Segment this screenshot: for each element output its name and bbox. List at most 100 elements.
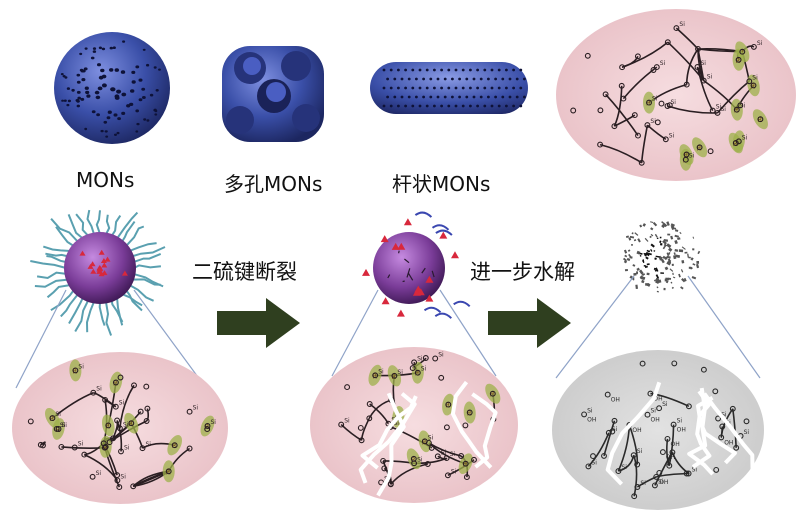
svg-text:Si: Si xyxy=(744,429,750,436)
svg-text:Si: Si xyxy=(662,401,668,408)
svg-text:R: R xyxy=(490,391,495,399)
svg-text:Si: Si xyxy=(62,422,68,429)
svg-text:Si: Si xyxy=(701,60,707,67)
svg-text:OH: OH xyxy=(659,479,668,486)
svg-text:R: R xyxy=(113,380,118,388)
svg-text:R: R xyxy=(751,82,756,90)
svg-text:R: R xyxy=(467,410,472,418)
svg-text:Si: Si xyxy=(716,104,722,111)
svg-text:Si: Si xyxy=(671,99,677,106)
svg-text:Si: Si xyxy=(441,449,447,456)
svg-text:Si: Si xyxy=(742,134,748,141)
svg-text:R: R xyxy=(757,116,762,124)
svg-text:Si: Si xyxy=(707,74,713,81)
svg-text:Si: Si xyxy=(193,405,199,412)
svg-text:Si: Si xyxy=(692,467,698,474)
label-porous-mons: 多孔MONs xyxy=(224,172,323,196)
svg-text:R: R xyxy=(105,422,110,430)
svg-text:Si: Si xyxy=(428,434,434,441)
svg-text:OH: OH xyxy=(611,397,620,404)
svg-text:Si: Si xyxy=(689,153,695,160)
label-rod-mons: 杆状MONs xyxy=(392,172,491,196)
svg-text:Si: Si xyxy=(752,74,758,81)
svg-text:OH: OH xyxy=(671,441,680,448)
zoom-lines-3 xyxy=(555,275,761,379)
svg-text:R: R xyxy=(646,100,651,108)
svg-text:R: R xyxy=(411,456,416,464)
svg-text:Si: Si xyxy=(650,118,656,125)
svg-text:Si: Si xyxy=(587,407,593,414)
svg-text:Si: Si xyxy=(621,464,627,471)
svg-text:R: R xyxy=(422,438,427,446)
svg-text:Si: Si xyxy=(677,418,683,425)
svg-text:Si: Si xyxy=(211,419,217,426)
svg-text:Si: Si xyxy=(96,386,102,393)
svg-text:R: R xyxy=(128,420,133,428)
svg-text:OH: OH xyxy=(587,416,596,423)
step-further-hydrolysis: 进一步水解 xyxy=(470,260,575,284)
fragment-cloud-icon xyxy=(622,221,701,293)
svg-text:Si: Si xyxy=(438,352,444,359)
svg-text:R: R xyxy=(697,144,702,152)
svg-text:R: R xyxy=(463,461,468,469)
svg-text:Si: Si xyxy=(417,456,423,463)
svg-text:Si: Si xyxy=(146,441,152,448)
svg-text:Si: Si xyxy=(120,473,126,480)
svg-text:Si: Si xyxy=(397,369,403,376)
svg-text:Si: Si xyxy=(394,420,400,427)
svg-text:R: R xyxy=(49,415,54,423)
mons-sphere-icon xyxy=(54,32,170,144)
svg-text:R: R xyxy=(166,468,171,476)
svg-text:R: R xyxy=(684,152,689,160)
svg-text:Si: Si xyxy=(417,355,423,362)
svg-text:Si: Si xyxy=(669,132,675,139)
svg-text:Si: Si xyxy=(123,421,129,428)
svg-text:R: R xyxy=(415,370,420,378)
svg-text:Si: Si xyxy=(78,441,84,448)
svg-text:R: R xyxy=(391,373,396,381)
svg-text:Si: Si xyxy=(119,400,125,407)
svg-text:Si: Si xyxy=(96,470,102,477)
network-disc-top: RRRRRRRRRRRSiSiSiSiSiSiSiSiSiSiSiSiSiSiS… xyxy=(556,9,796,181)
svg-text:Si: Si xyxy=(78,363,84,370)
svg-text:OH: OH xyxy=(651,417,660,424)
svg-text:Si: Si xyxy=(679,21,685,28)
svg-text:Si: Si xyxy=(421,366,427,373)
svg-text:Si: Si xyxy=(55,411,61,418)
svg-text:R: R xyxy=(103,444,108,452)
svg-text:Si: Si xyxy=(652,96,658,103)
svg-text:R: R xyxy=(72,367,77,375)
rod-mons-icon xyxy=(370,62,528,114)
svg-text:Si: Si xyxy=(721,412,727,419)
coated-particle-icon xyxy=(30,209,166,336)
step-disulfide-cleavage: 二硫键断裂 xyxy=(192,260,297,284)
svg-text:Si: Si xyxy=(637,448,643,455)
svg-text:R: R xyxy=(56,426,61,434)
svg-text:OH: OH xyxy=(677,427,686,434)
svg-text:R: R xyxy=(372,372,377,380)
svg-text:Si: Si xyxy=(612,426,618,433)
svg-text:Si: Si xyxy=(451,468,457,475)
zoom-lines-1 xyxy=(15,289,207,389)
svg-text:OH: OH xyxy=(632,427,641,434)
arrow-hydrolysis xyxy=(488,298,571,348)
svg-text:Si: Si xyxy=(124,444,130,451)
svg-text:OH: OH xyxy=(666,454,675,461)
svg-text:Si: Si xyxy=(660,60,666,67)
degrading-particle-icon xyxy=(362,211,471,319)
svg-text:Si: Si xyxy=(378,368,384,375)
svg-text:OH: OH xyxy=(724,439,733,446)
svg-text:R: R xyxy=(734,107,739,115)
porous-mons-icon xyxy=(222,46,324,142)
svg-text:R: R xyxy=(733,140,738,148)
svg-text:Si: Si xyxy=(651,408,657,415)
svg-text:Si: Si xyxy=(658,478,664,485)
svg-text:R: R xyxy=(736,57,741,65)
svg-text:R: R xyxy=(445,402,450,410)
label-mons: MONs xyxy=(76,168,135,192)
